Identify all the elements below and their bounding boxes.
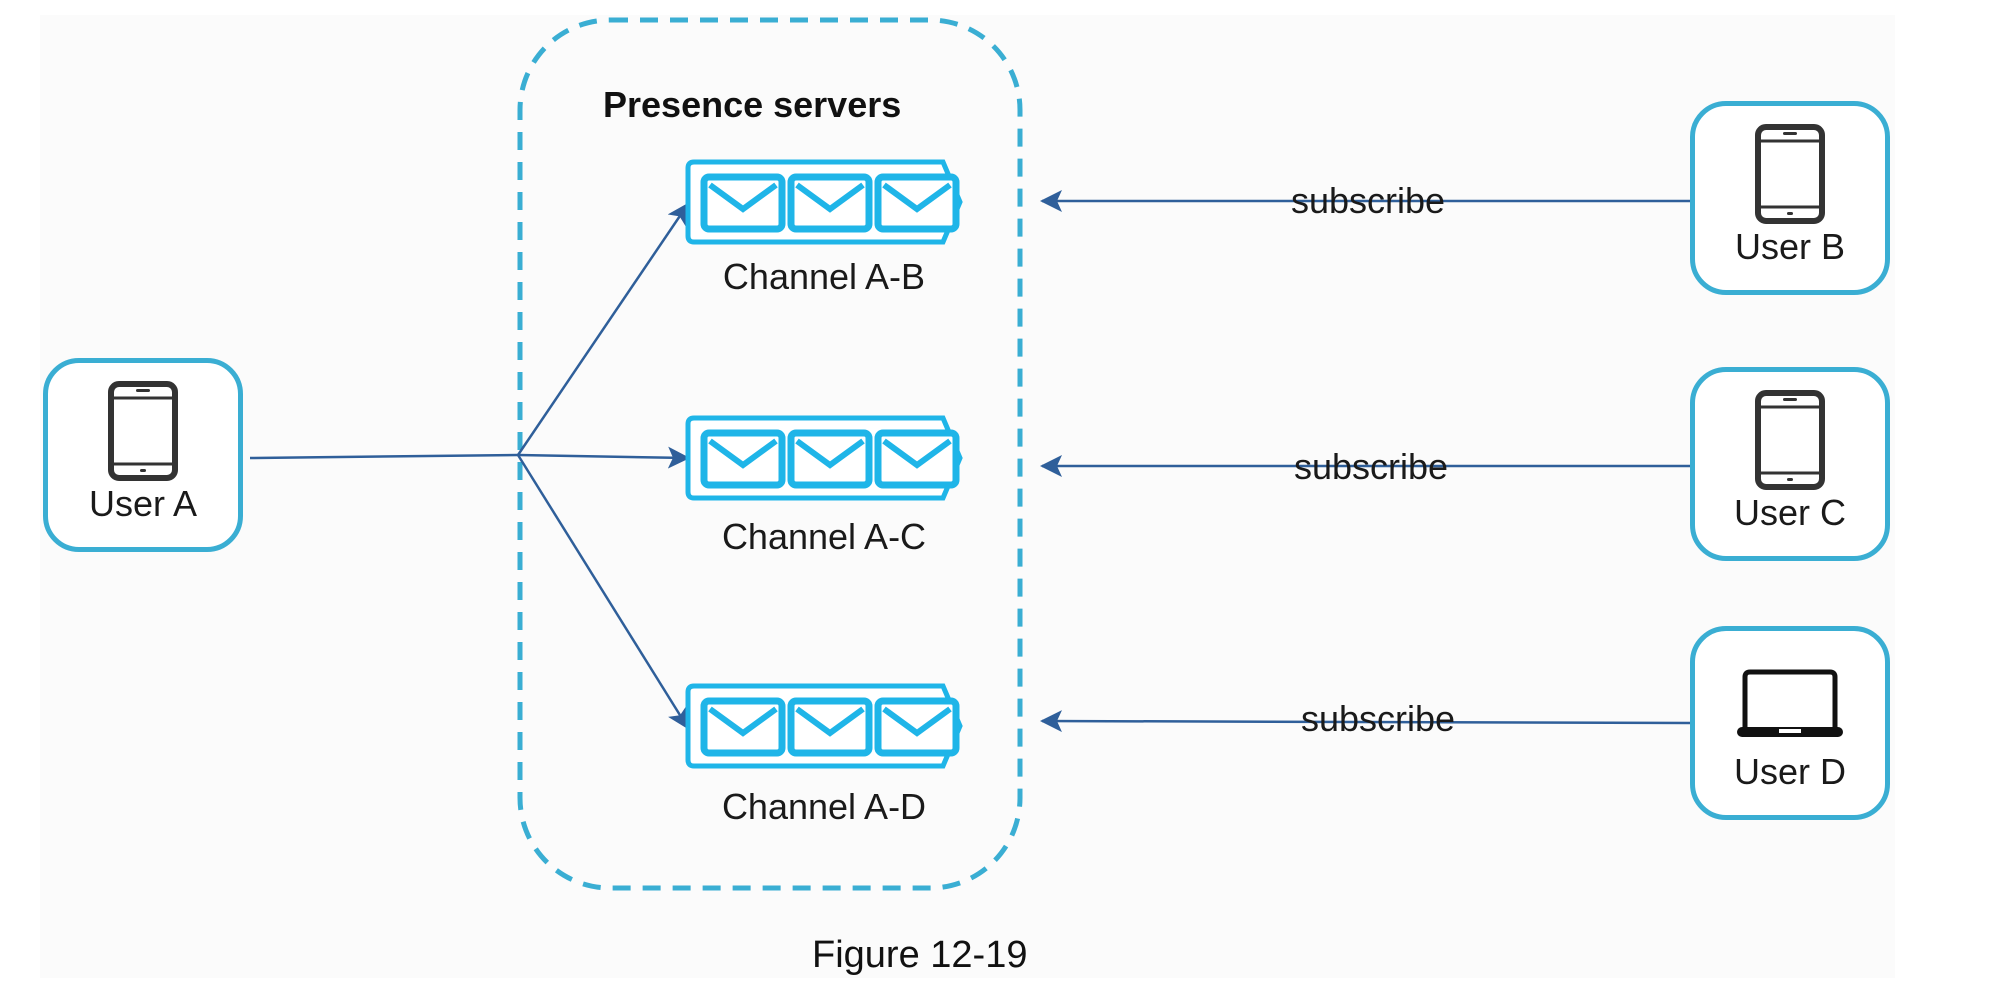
subscribe-label: subscribe <box>1293 446 1449 487</box>
user-label: User A <box>88 483 198 524</box>
subscribe-label: subscribe <box>1290 180 1446 221</box>
user-label: User C <box>1733 492 1846 533</box>
figure-panel <box>40 15 1895 978</box>
edge-branch-to-channel-a-d <box>516 454 690 730</box>
channel-a-b-queue <box>685 159 963 245</box>
envelope-icon <box>704 433 782 485</box>
edge-branch-to-channel-a-c <box>517 446 690 469</box>
channel-label: Channel A-D <box>721 786 927 827</box>
user-label: User D <box>1733 751 1846 792</box>
channel-a-d-queue <box>685 683 963 769</box>
edge-user-d-subscribe <box>1040 710 1691 733</box>
figure-caption: Figure 12-19 <box>812 934 1028 976</box>
presence-servers-group <box>517 17 1023 891</box>
envelope-icon <box>791 177 869 229</box>
user-d-node[interactable]: User D <box>1690 626 1890 820</box>
envelope-icon <box>878 433 956 485</box>
user-c-node[interactable]: User C <box>1690 367 1890 561</box>
presence-servers-title: Presence servers <box>603 84 902 125</box>
envelope-icon <box>791 433 869 485</box>
smartphone-icon <box>1755 390 1825 490</box>
edge-user-a-to-branch <box>249 453 519 460</box>
envelope-icon <box>791 701 869 753</box>
channel-a-c-queue <box>685 415 963 501</box>
user-label: User B <box>1734 226 1846 267</box>
subscribe-label: subscribe <box>1300 698 1456 739</box>
user-b-node[interactable]: User B <box>1690 101 1890 295</box>
smartphone-icon <box>1755 124 1825 224</box>
channel-label: Channel A-B <box>722 256 926 297</box>
laptop-icon <box>1737 669 1843 737</box>
envelope-icon <box>878 701 956 753</box>
smartphone-icon <box>108 381 178 481</box>
channel-label: Channel A-C <box>721 516 927 557</box>
envelope-icon <box>704 177 782 229</box>
envelope-icon <box>878 177 956 229</box>
envelope-icon <box>704 701 782 753</box>
user-a-node[interactable]: User A <box>43 358 243 552</box>
edge-branch-to-channel-a-b <box>516 202 690 456</box>
